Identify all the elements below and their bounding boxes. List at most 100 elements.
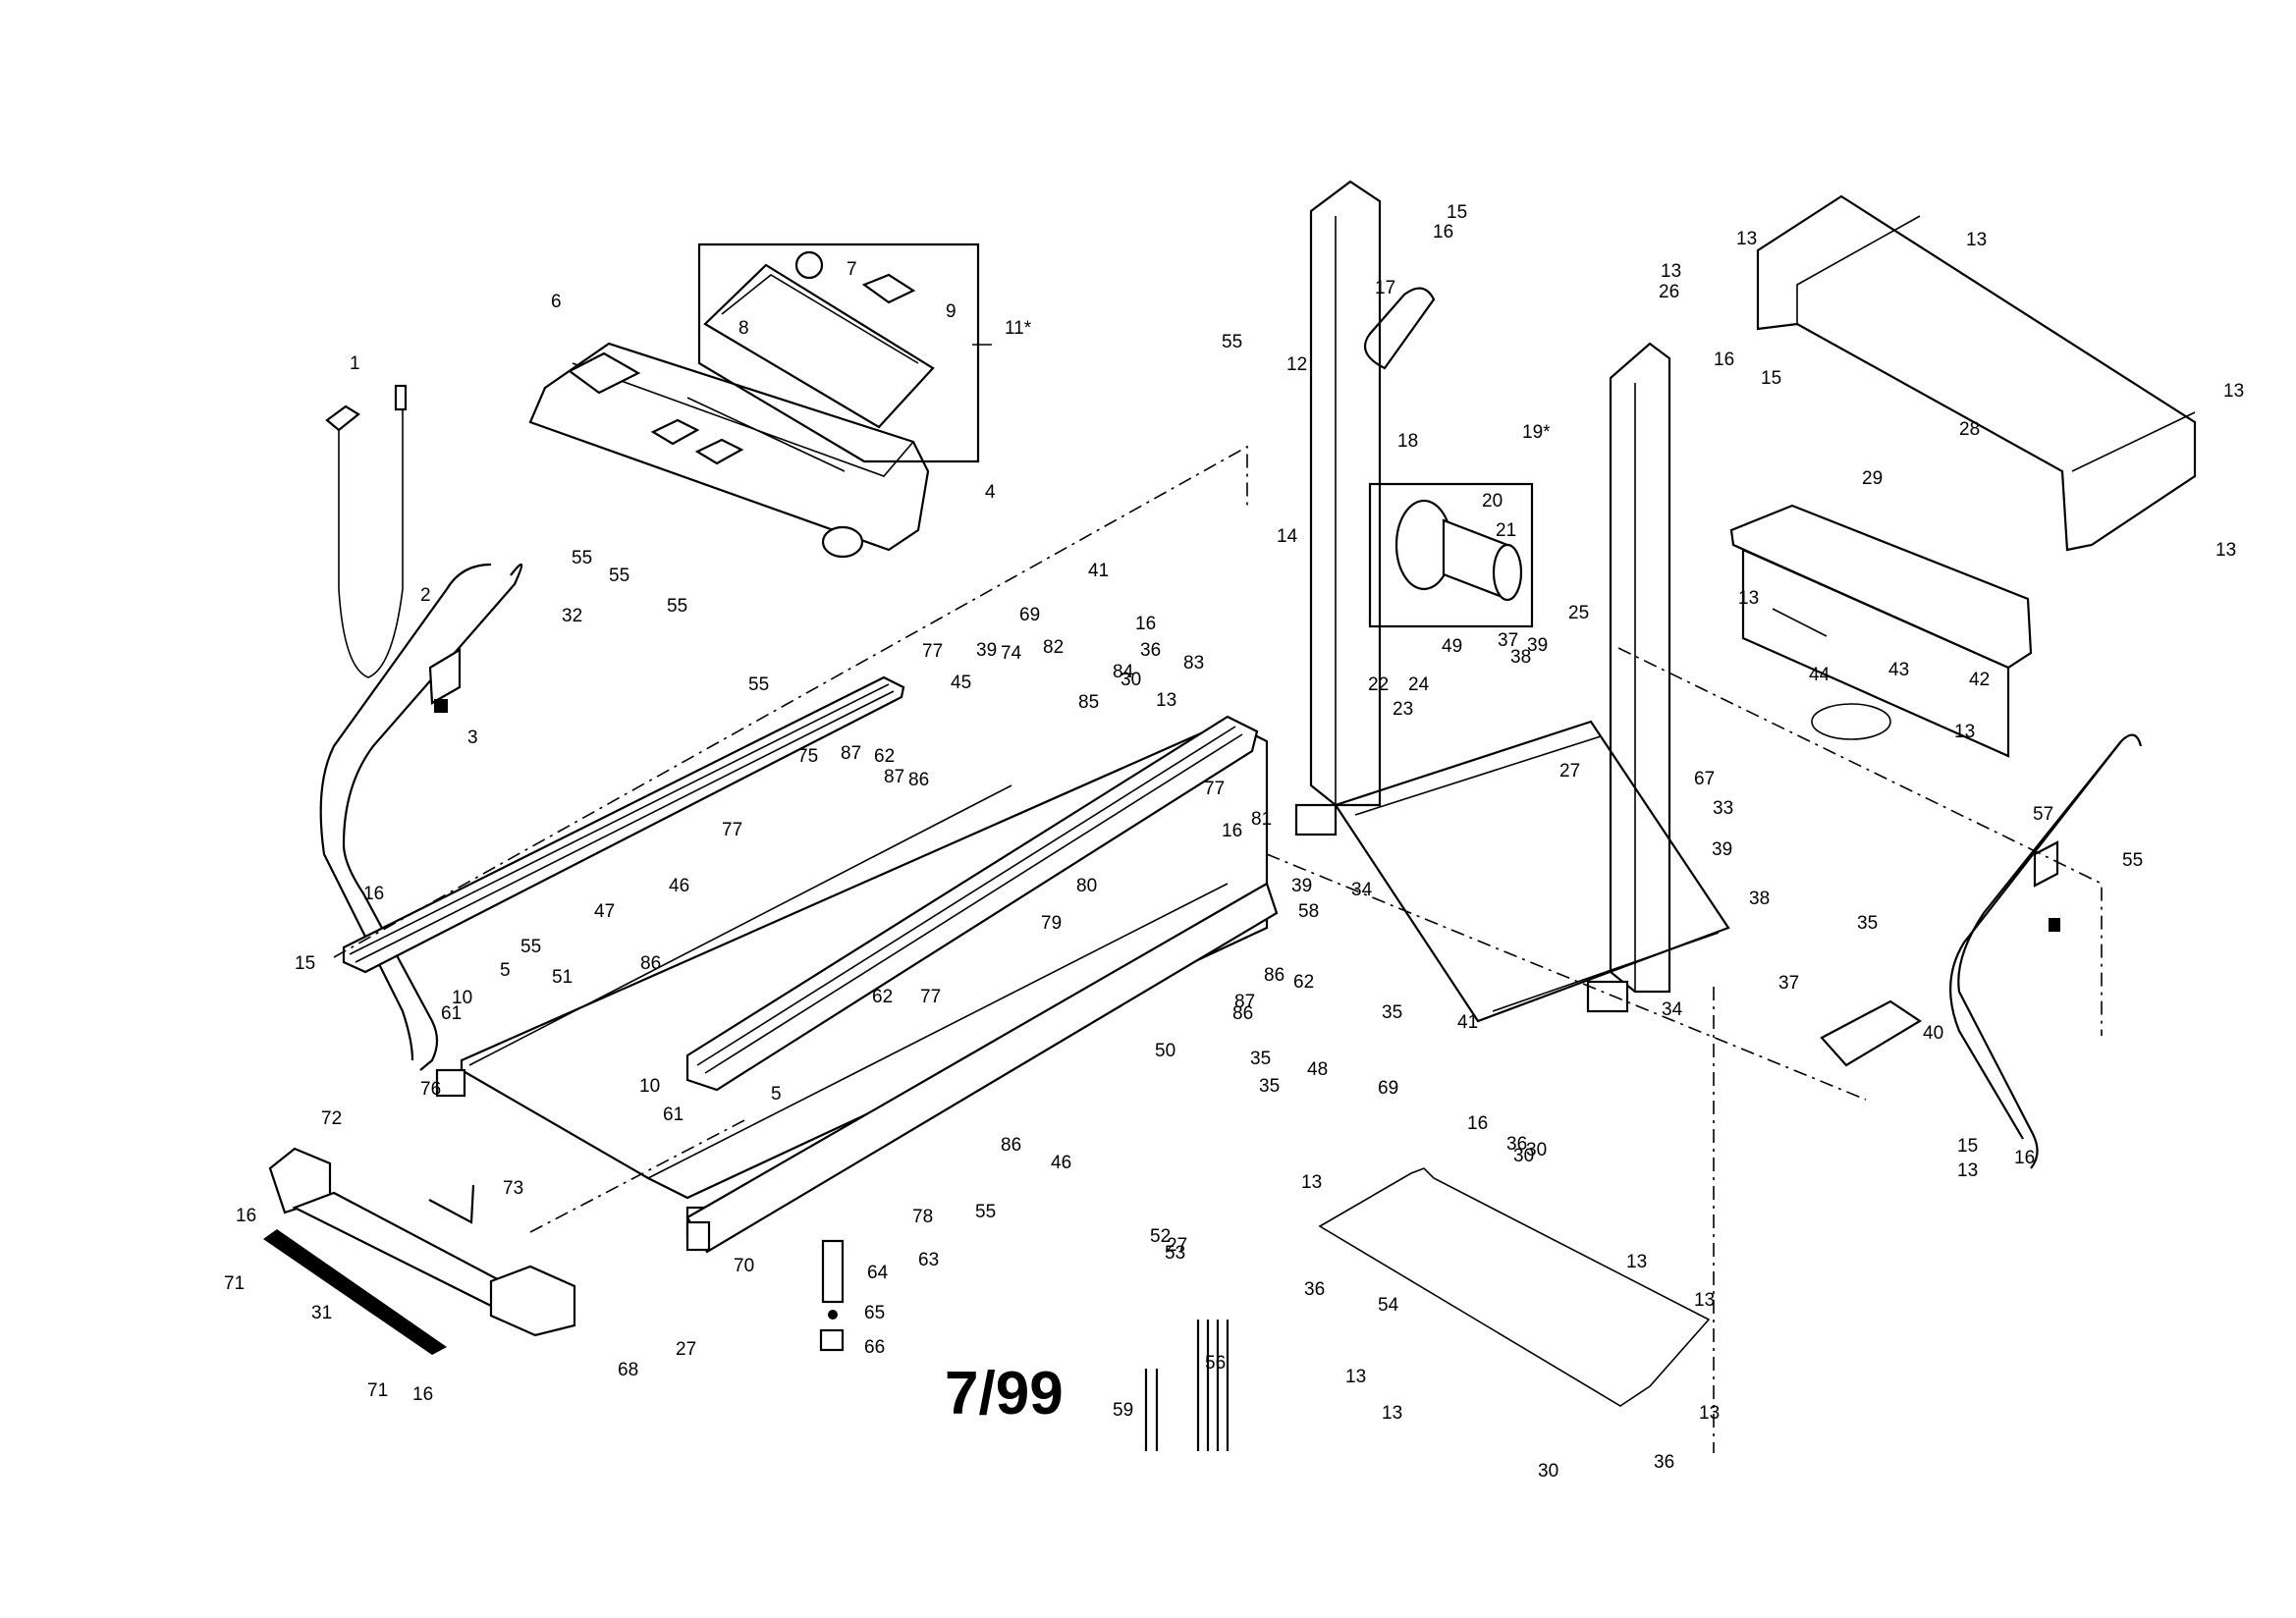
part-callout: 27 [676,1339,696,1360]
part-callout: 13 [1156,690,1176,711]
part-callout: 55 [748,674,769,695]
part-callout: 15 [1761,368,1781,389]
part-callout: 45 [951,673,971,693]
part-callout: 35 [1250,1049,1271,1069]
frame-rail [685,882,1279,1254]
part-callout: 73 [503,1178,523,1199]
part-callout: 21 [1496,520,1516,541]
part-callout: 19* [1522,422,1551,443]
part-callout: 55 [975,1202,996,1222]
part-callout: 82 [1043,637,1064,658]
part-callout: 75 [797,746,818,767]
part-callout: 12 [1286,354,1307,375]
part-callout: 51 [552,967,573,988]
part-callout: 47 [594,901,615,922]
part-callout: 86 [1001,1135,1021,1156]
part-callout: 55 [1222,332,1242,352]
part-callout: 17 [1375,278,1395,298]
part-callout: 74 [1001,643,1022,664]
part-callout: 39 [1527,635,1548,656]
part-callout: 15 [1447,202,1467,223]
part-callout: 13 [1699,1403,1720,1424]
part-callout: 87 [841,743,861,764]
base-pan [1318,1167,1711,1407]
part-callout: 71 [224,1273,245,1294]
part-callout: 36 [1506,1134,1527,1155]
part-callout: 55 [2122,850,2143,871]
part-callout: 18 [1397,431,1418,452]
part-callout: 77 [1204,779,1225,799]
part-callout: 15 [1957,1136,1978,1157]
part-callout: 30 [1538,1461,1558,1482]
part-callout: 62 [874,746,895,767]
part-callout: 16 [412,1384,433,1405]
part-callout: 13 [2215,540,2236,561]
drive-belt [1363,287,1436,370]
part-callout: 31 [311,1303,332,1323]
part-callout: 5 [500,960,511,981]
part-callout: 28 [1959,419,1980,440]
part-callout: 11* [1005,318,1032,339]
part-callout: 13 [1626,1252,1647,1272]
assembly-guide-lines [333,445,2103,1453]
part-callout: 61 [663,1105,683,1125]
part-callout: 86 [908,770,929,790]
part-callout: 33 [1713,798,1733,819]
part-callout: 2 [420,585,431,606]
motor-assembly-box [1368,482,1534,628]
part-callout: 55 [609,566,629,586]
right-side-rail [685,715,1259,1092]
part-callout: 77 [920,987,941,1007]
part-callout: 8 [738,318,749,339]
part-callout: 50 [1155,1041,1175,1061]
part-callout: 55 [667,596,687,617]
part-callout: 53 [1165,1243,1185,1264]
part-callout: 20 [1482,491,1503,512]
part-callout: 34 [1351,880,1373,900]
part-callout: 13 [1957,1160,1978,1181]
part-callout: 29 [1862,468,1883,489]
part-callout: 41 [1457,1012,1478,1033]
part-callout: 80 [1076,876,1097,896]
part-callout: 83 [1183,653,1204,674]
part-callout: 85 [1078,692,1099,713]
part-callout: 30 [1121,670,1141,690]
part-callout: 69 [1019,605,1040,625]
part-callout: 64 [867,1263,889,1283]
part-callout: 36 [1654,1452,1674,1473]
part-callout: 43 [1888,660,1909,680]
right-upright [1609,342,1671,994]
part-callout: 56 [1205,1353,1226,1374]
part-callout: 27 [1167,1235,1187,1256]
part-callout: 36 [1304,1279,1325,1300]
part-callout: 86 [1264,965,1285,986]
part-callout: 3 [467,728,478,748]
part-callout: 86 [640,953,661,974]
part-callout: 58 [1298,901,1319,922]
part-callout: 13 [1954,722,1975,742]
part-callout: 32 [562,606,582,626]
part-callout: 16 [1467,1113,1488,1134]
part-callout: 39 [1291,876,1312,896]
part-callout: 86 [1232,1003,1253,1024]
part-callout: 61 [441,1003,462,1024]
part-callout: 13 [1738,588,1759,609]
part-callout: 87 [1234,992,1255,1012]
part-callout: 63 [918,1250,939,1270]
allen-wrench [428,1184,475,1224]
part-callout: 69 [1378,1078,1398,1099]
part-callout: 13 [1966,230,1987,250]
left-upright [1309,180,1382,807]
part-callout: 70 [734,1256,754,1276]
part-callout: 62 [1293,972,1314,993]
part-callout: 35 [1259,1076,1280,1097]
part-callout: 16 [363,884,384,904]
part-callout: 38 [1510,647,1531,668]
right-handrail [1949,733,2143,1169]
part-callout: 22 [1368,674,1389,695]
part-callout: 13 [1736,229,1757,249]
part-callout: 6 [551,292,562,312]
part-callout: 14 [1277,526,1298,547]
part-callout: 9 [946,301,957,322]
part-callout: 23 [1393,699,1413,720]
